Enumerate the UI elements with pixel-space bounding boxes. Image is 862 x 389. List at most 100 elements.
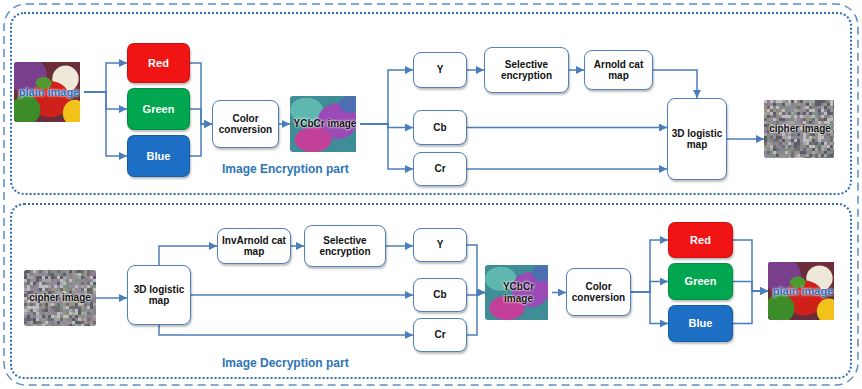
image-pixel	[45, 318, 48, 321]
image-pixel	[42, 315, 45, 318]
image-pixel	[66, 324, 69, 326]
image-pixel	[48, 285, 51, 288]
image-pixel	[27, 312, 30, 315]
image-pixel	[830, 115, 833, 118]
image-pixel	[800, 118, 803, 121]
image-pixel	[87, 324, 90, 326]
image-pixel	[815, 109, 818, 112]
image-pixel	[791, 139, 794, 142]
image-pixel	[803, 103, 806, 106]
image-pixel	[809, 115, 812, 118]
image-pixel	[809, 145, 812, 148]
image-pixel	[30, 270, 33, 273]
image-pixel	[42, 285, 45, 288]
image-pixel	[809, 100, 812, 103]
image-pixel	[830, 142, 833, 145]
image-pixel	[764, 151, 767, 154]
image-pixel	[90, 324, 93, 326]
image-pixel	[90, 279, 93, 282]
image-pixel	[770, 136, 773, 139]
image-pixel	[821, 151, 824, 154]
image-pixel	[821, 118, 824, 121]
image-pixel	[833, 133, 834, 136]
box-label: Cr	[434, 163, 445, 175]
image-pixel	[824, 154, 827, 157]
image-pixel	[84, 288, 87, 291]
image-pixel	[24, 270, 27, 273]
image-pixel	[81, 270, 84, 273]
image-pixel	[773, 154, 776, 157]
image-pixel	[39, 270, 42, 273]
process-box: Color conversion	[566, 268, 631, 316]
image-pixel	[809, 106, 812, 109]
box-label: Selective encryption	[308, 235, 382, 258]
image-pixel	[69, 309, 72, 312]
image-pixel	[773, 103, 776, 106]
image-pixel	[812, 142, 815, 145]
image-pixel	[785, 154, 788, 157]
image-pixel	[806, 118, 809, 121]
image-pixel	[815, 145, 818, 148]
image-pixel	[27, 288, 30, 291]
image-pixel	[75, 318, 78, 321]
flow-arrow	[159, 325, 413, 335]
image-pixel	[63, 321, 66, 324]
image-pixel	[36, 270, 39, 273]
image-pixel	[30, 279, 33, 282]
process-box: Cb	[413, 110, 467, 145]
image-pixel	[30, 273, 33, 276]
image-pixel	[87, 306, 90, 309]
image-pixel	[87, 309, 90, 312]
image-pixel	[36, 279, 39, 282]
image-pixel	[30, 321, 33, 324]
process-box: Selective encryption	[484, 47, 569, 93]
image-pixel	[27, 282, 30, 285]
process-box: Y	[413, 228, 467, 262]
image-pixel	[24, 273, 27, 276]
image-pixel	[48, 276, 51, 279]
image-pixel	[81, 276, 84, 279]
image-pixel	[72, 285, 75, 288]
image-pixel	[57, 321, 60, 324]
image-caption: plain image	[773, 285, 834, 298]
box-label: Cb	[433, 289, 446, 301]
image-pixel	[785, 157, 788, 158]
image-pixel	[809, 112, 812, 115]
image-pixel	[764, 124, 767, 127]
image-pixel	[63, 276, 66, 279]
image-pixel	[75, 312, 78, 315]
image-pixel	[824, 100, 827, 103]
image-shape	[340, 96, 357, 113]
image-pixel	[821, 103, 824, 106]
image-pixel	[84, 312, 87, 315]
flow-arrow	[84, 92, 127, 156]
image-pixel	[776, 136, 779, 139]
image-pixel	[54, 312, 57, 315]
image-pixel	[72, 309, 75, 312]
channel-box: Blue	[127, 135, 190, 177]
image-pixel	[803, 151, 806, 154]
image-pixel	[60, 270, 63, 273]
image-pixel	[797, 100, 800, 103]
flow-arrow	[386, 245, 413, 247]
image-pixel	[764, 109, 767, 112]
flow-arrow	[733, 282, 768, 292]
image-pixel	[776, 115, 779, 118]
flow-arrow	[467, 293, 485, 336]
image-pixel	[770, 118, 773, 121]
image-pixel	[779, 157, 782, 158]
image-pixel	[27, 315, 30, 318]
image-pixel	[54, 318, 57, 321]
image-pixel	[51, 318, 54, 321]
box-label: Red	[148, 57, 169, 70]
image-pixel	[788, 112, 791, 115]
image-shape	[817, 299, 834, 320]
image-pixel	[78, 273, 81, 276]
image-caption: YCbCr image	[294, 118, 357, 130]
process-box: 3D logistic map	[667, 98, 727, 180]
image-pixel	[42, 318, 45, 321]
image-pixel	[51, 312, 54, 315]
image-pixel	[803, 109, 806, 112]
image-pixel	[45, 312, 48, 315]
image-pixel	[770, 115, 773, 118]
